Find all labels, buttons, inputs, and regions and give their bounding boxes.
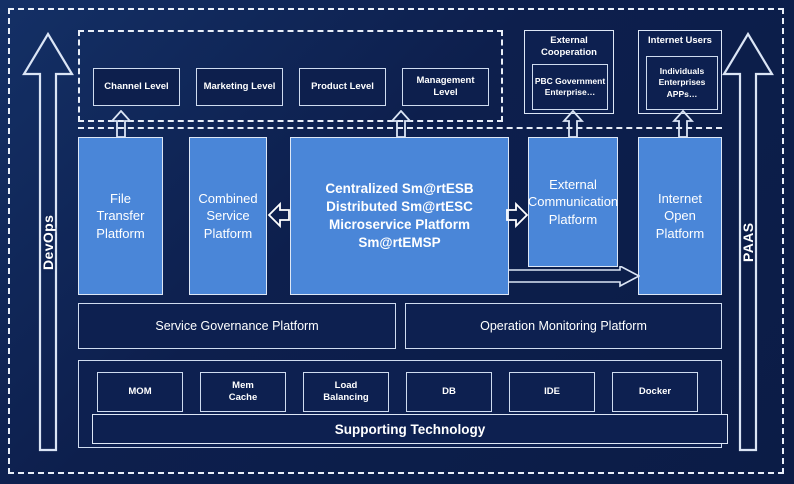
level-label: Management Level: [416, 75, 475, 98]
external-cooperation-title-line1: External: [550, 35, 588, 46]
tech-box-load-balancing-line2: Balancing: [323, 392, 369, 403]
connector-arrow-up-channel: [110, 110, 132, 138]
internet-users-inner-line3: APPs…: [666, 88, 698, 99]
tech-box-load-balancing[interactable]: Load Balancing: [303, 372, 389, 412]
operation-monitoring-platform-box[interactable]: Operation Monitoring Platform: [405, 303, 722, 349]
outer-dashed-frame: [8, 8, 784, 474]
external-cooperation-inner-line2: Enterprise…: [544, 87, 596, 97]
service-governance-platform-label: Service Governance Platform: [155, 318, 319, 333]
core-esb-platform-line3: Microservice Platform Sm@rtEMSP: [328, 217, 471, 251]
combined-service-platform-line2: Service: [206, 208, 250, 224]
devops-arrow: DevOps: [22, 30, 74, 454]
internet-users-inner-line1: Individuals: [659, 65, 705, 76]
tech-box-mem-cache[interactable]: Mem Cache: [200, 372, 286, 412]
operation-monitoring-platform-label: Operation Monitoring Platform: [480, 318, 647, 333]
internet-users-inner-line2: Enterprises: [658, 77, 706, 88]
tech-box-docker-line1: Docker: [638, 386, 672, 398]
file-transfer-platform-line2: Transfer: [96, 208, 145, 224]
tech-box-ide[interactable]: IDE: [509, 372, 595, 412]
level-box-channel[interactable]: Channel Level: [93, 68, 180, 106]
external-cooperation-inner-line1: PBC Government: [534, 75, 606, 86]
level-label: Channel Level: [104, 81, 169, 93]
internet-open-platform-line3: Platform: [655, 225, 705, 241]
supporting-technology-label: Supporting Technology: [334, 421, 486, 437]
file-transfer-platform-line1: File: [110, 190, 131, 206]
external-communication-platform-box[interactable]: External Communication Platform: [528, 137, 618, 267]
tech-box-mem-cache-line2: Cache: [228, 392, 258, 403]
supporting-technology-bar[interactable]: Supporting Technology: [92, 414, 728, 444]
connector-arrow-up-external-comm: [562, 110, 584, 138]
business-levels-band: [78, 30, 503, 122]
tech-box-docker[interactable]: Docker: [612, 372, 698, 412]
combined-service-platform-line1: Combined: [198, 190, 258, 206]
internet-users-title-line1: Internet Users: [648, 35, 712, 46]
level-label: Marketing Level: [203, 81, 276, 93]
combined-service-platform-line3: Platform: [203, 225, 253, 241]
external-cooperation-inner-box[interactable]: PBC Government Enterprise…: [532, 64, 608, 110]
internet-open-platform-line1: Internet: [657, 190, 703, 206]
level-box-management[interactable]: Management Level: [402, 68, 489, 106]
external-cooperation-group[interactable]: External Cooperation PBC Government Ente…: [524, 30, 614, 114]
core-esb-platform-line1: Centralized Sm@rtESB: [325, 180, 474, 196]
tech-box-db-line1: DB: [442, 386, 456, 398]
paas-arrow: PAAS: [722, 30, 774, 454]
arrow-right-core-to-external-comm: [505, 200, 529, 230]
internet-open-platform-box[interactable]: Internet Open Platform: [638, 137, 722, 295]
service-governance-platform-box[interactable]: Service Governance Platform: [78, 303, 396, 349]
layer-separator-dashed-line: [78, 127, 722, 129]
combined-service-platform-box[interactable]: Combined Service Platform: [189, 137, 267, 295]
tech-box-load-balancing-line1: Load: [334, 380, 358, 392]
level-box-product[interactable]: Product Level: [299, 68, 386, 106]
external-cooperation-title: External Cooperation: [525, 35, 613, 58]
tech-box-ide-line1: IDE: [544, 386, 560, 398]
level-box-marketing[interactable]: Marketing Level: [196, 68, 283, 106]
external-communication-platform-line2: Communication: [527, 194, 619, 210]
internet-users-title: Internet Users: [639, 35, 721, 47]
external-communication-platform-line3: Platform: [548, 211, 598, 227]
internet-users-inner-box[interactable]: Individuals Enterprises APPs…: [646, 56, 718, 110]
level-label: Product Level: [311, 81, 374, 93]
arrow-left-core-to-combined: [267, 200, 291, 230]
connector-arrow-up-internet-open: [672, 110, 694, 138]
tech-box-db[interactable]: DB: [406, 372, 492, 412]
file-transfer-platform-box[interactable]: File Transfer Platform: [78, 137, 163, 295]
arrow-right-core-to-internet-open: [508, 266, 640, 288]
external-communication-platform-line1: External: [549, 176, 597, 192]
internet-users-group[interactable]: Internet Users Individuals Enterprises A…: [638, 30, 722, 114]
tech-box-mem-cache-line1: Mem: [232, 380, 254, 392]
connector-arrow-up-core: [390, 110, 412, 138]
internet-open-platform-line2: Open: [664, 208, 696, 224]
tech-box-mom-line1: MOM: [128, 386, 152, 398]
file-transfer-platform-line3: Platform: [96, 225, 145, 241]
tech-box-mom[interactable]: MOM: [97, 372, 183, 412]
external-cooperation-title-line2: Cooperation: [541, 46, 597, 58]
core-esb-platform-line2: Distributed Sm@rtESC: [326, 198, 473, 214]
core-esb-platform-box[interactable]: Centralized Sm@rtESB Distributed Sm@rtES…: [290, 137, 509, 295]
